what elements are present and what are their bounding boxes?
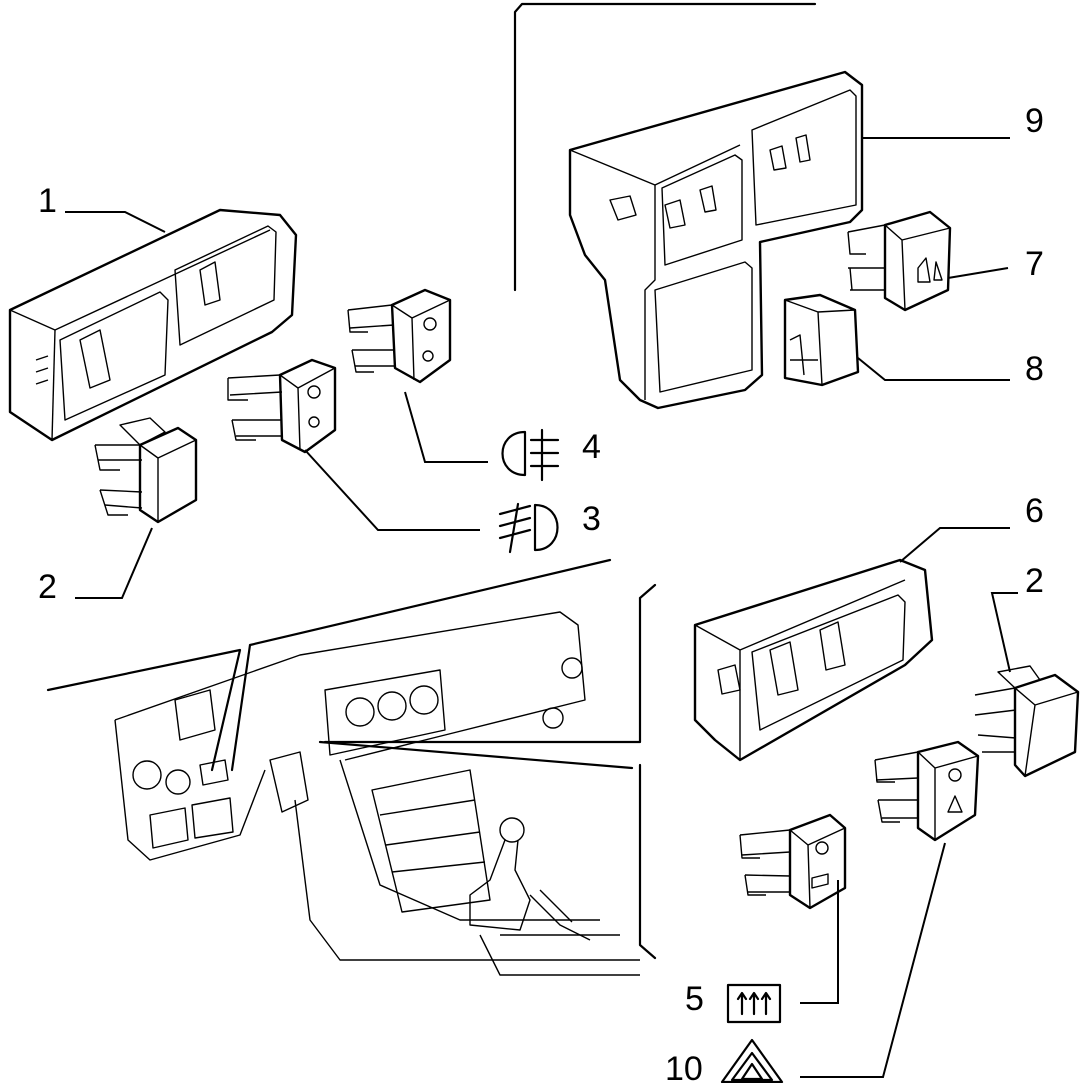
part-1-double-housing (8, 208, 298, 442)
dashboard-overview (46, 558, 657, 976)
leader-10 (800, 842, 946, 1078)
part-5-defrost-switch (739, 813, 847, 910)
callout-1: 1 (38, 182, 57, 220)
callout-4: 4 (582, 428, 601, 466)
callout-9: 9 (1025, 102, 1044, 140)
part-7-switch-top (847, 210, 952, 312)
leader-2-right (990, 592, 1018, 673)
leader-8 (857, 357, 1010, 381)
leader-4 (404, 391, 488, 463)
part-2-blank-switch-right (974, 665, 1080, 778)
leader-5 (800, 880, 839, 1004)
callout-2-right: 2 (1025, 562, 1044, 600)
part-10-hazard-switch (874, 740, 980, 842)
callout-5: 5 (685, 980, 704, 1018)
section-divider-top (513, 2, 817, 292)
hazard-warning-icon (720, 1038, 784, 1083)
leader-3 (304, 449, 480, 531)
callout-3: 3 (582, 500, 601, 538)
part-4-rear-fog-switch (347, 288, 452, 384)
leader-6 (899, 527, 1010, 563)
callout-2-left: 2 (38, 568, 57, 606)
callout-8: 8 (1025, 350, 1044, 388)
part-8-blank-cover (783, 293, 860, 387)
front-fog-light-icon (498, 502, 559, 554)
part-9-triple-housing (568, 70, 864, 410)
part-3-front-fog-switch (227, 358, 337, 454)
part-6-single-housing (693, 558, 934, 762)
callout-6: 6 (1025, 492, 1044, 530)
callout-10: 10 (665, 1050, 703, 1083)
rear-window-defrost-icon (726, 983, 782, 1024)
callout-7: 7 (1025, 245, 1044, 283)
rear-fog-light-icon (501, 428, 560, 482)
leader-1 (65, 211, 166, 233)
leader-7 (947, 267, 1009, 279)
leader-2-left (75, 527, 153, 599)
part-2-blank-switch-left (94, 417, 198, 524)
